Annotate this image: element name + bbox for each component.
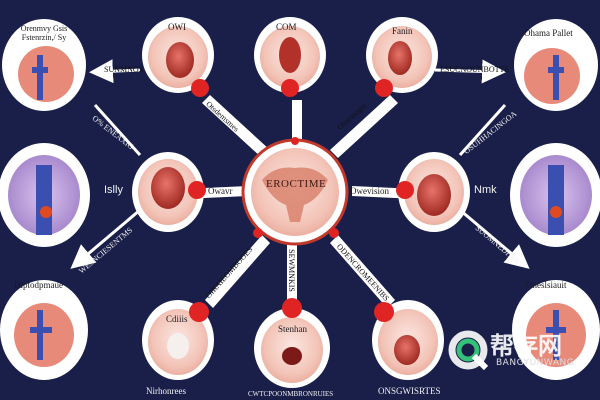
outer-mid-right-label: Nmk: [474, 184, 497, 196]
node-top-center-label: COM: [276, 22, 297, 32]
node-mid-right-label: Owevision: [350, 186, 389, 196]
outer-top-left: [2, 19, 86, 111]
bottom-left-label: Nirhonrees: [146, 386, 186, 396]
node-bottom-center: [254, 298, 330, 388]
node-bottom-left: [142, 300, 214, 380]
outer-bottom-right: [512, 280, 600, 380]
watermark-text: 帮存网: [490, 332, 562, 360]
outer-bottom-right-label: Oneslsiauit: [526, 280, 567, 290]
center-label: EROCTIME: [266, 178, 327, 190]
node-mid-left: [132, 152, 206, 232]
node-top-center: [254, 17, 326, 97]
node-top-right-label: Fanin: [392, 26, 413, 36]
outer-mid-right: [510, 143, 600, 247]
outer-top-left-label: Orenmvy Gsis Fstenrzin,/ Sy: [20, 24, 68, 42]
node-bottom-center-label: Stenhan: [278, 324, 307, 334]
center-node: [241, 137, 349, 246]
watermark-logo-icon: [448, 330, 489, 371]
outer-mid-left-label: Islly: [104, 184, 123, 196]
watermark: 帮存网 BANGYUNWANG: [446, 330, 596, 374]
watermark-subtext: BANGYUNWANG: [496, 358, 575, 368]
connector-label-tl-arrow: SUNMNOS: [104, 65, 144, 74]
node-top-left: [142, 17, 214, 97]
outer-bottom-left-label: Diptodpmaue: [14, 280, 63, 290]
node-bottom-left-label: Cdiiis: [166, 314, 188, 324]
connector-label-tr-arrow: ESUCNOUNBOTTE: [440, 65, 510, 74]
connector-label-c-b: SEWMNKIS: [286, 249, 296, 292]
node-top-left-label: OWI: [168, 22, 186, 32]
node-mid-right: [396, 152, 470, 232]
outer-top-right: [514, 19, 598, 111]
outer-mid-left: [0, 143, 90, 247]
outer-bottom-left: [0, 280, 88, 380]
bottom-center-label: CWTCPOONMBRONRUIES: [248, 390, 334, 398]
node-mid-left-label: Owavr: [208, 186, 233, 196]
outer-arrows: [70, 59, 530, 269]
node-top-right: [366, 17, 438, 97]
outer-top-right-label: Ohama Pallet: [524, 28, 573, 38]
bottom-right-label: ONSGWISRTES: [378, 386, 441, 396]
node-bottom-right: [372, 300, 444, 380]
